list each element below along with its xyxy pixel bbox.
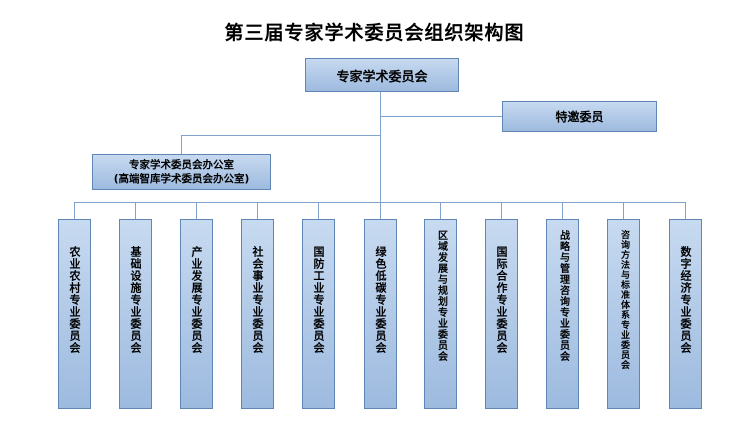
root-node-label: 专家学术委员会 bbox=[336, 69, 428, 85]
committee-label: 基础设施专业委员会 bbox=[129, 246, 142, 354]
committee-label: 战略与管理咨询专业委员会 bbox=[557, 230, 569, 362]
connector-committee-drop bbox=[135, 202, 136, 219]
connector-committee-drop bbox=[501, 202, 502, 219]
connector-root-trunk bbox=[380, 92, 381, 219]
committee-label: 农业农村专业委员会 bbox=[68, 246, 81, 354]
committee-node: 产业发展专业委员会 bbox=[180, 219, 213, 409]
committee-node: 战略与管理咨询专业委员会 bbox=[546, 219, 579, 409]
connector-office-drop bbox=[181, 135, 182, 154]
connector-committee-drop bbox=[623, 202, 624, 219]
committee-label: 产业发展专业委员会 bbox=[190, 246, 203, 354]
special-members-label: 特邀委员 bbox=[555, 110, 604, 124]
committee-label: 咨询方法与标准体系专业委员会 bbox=[619, 230, 629, 370]
connector-committee-drop bbox=[440, 202, 441, 219]
committee-node: 农业农村专业委员会 bbox=[58, 219, 91, 409]
committee-label: 区域发展与规划专业委员会 bbox=[435, 230, 447, 362]
committee-label: 社会事业专业委员会 bbox=[251, 246, 264, 354]
root-node: 专家学术委员会 bbox=[305, 58, 459, 92]
connector-committee-drop bbox=[562, 202, 563, 219]
committee-label: 绿色低碳专业委员会 bbox=[374, 246, 387, 354]
chart-title: 第三届专家学术委员会组织架构图 bbox=[224, 22, 525, 44]
connector-committee-drop bbox=[318, 202, 319, 219]
committee-label: 数字经济专业委员会 bbox=[679, 246, 692, 354]
committee-label: 国防工业专业委员会 bbox=[312, 246, 325, 354]
connector-committee-bus bbox=[74, 202, 686, 203]
connector-committee-drop bbox=[196, 202, 197, 219]
committee-node: 国防工业专业委员会 bbox=[302, 219, 335, 409]
committee-node: 绿色低碳专业委员会 bbox=[364, 219, 397, 409]
office-label-line1: 专家学术委员会办公室 bbox=[129, 159, 234, 171]
committee-node: 国际合作专业委员会 bbox=[485, 219, 518, 409]
connector-special-branch bbox=[380, 116, 502, 117]
committee-node: 区域发展与规划专业委员会 bbox=[424, 219, 457, 409]
special-members-node: 特邀委员 bbox=[502, 101, 657, 132]
committee-node: 数字经济专业委员会 bbox=[669, 219, 702, 409]
connector-committee-drop bbox=[685, 202, 686, 219]
committee-node: 社会事业专业委员会 bbox=[241, 219, 274, 409]
committee-label: 国际合作专业委员会 bbox=[495, 246, 508, 354]
committee-node: 咨询方法与标准体系专业委员会 bbox=[607, 219, 640, 409]
connector-committee-drop bbox=[74, 202, 75, 219]
connector-committee-drop bbox=[257, 202, 258, 219]
committee-node: 基础设施专业委员会 bbox=[119, 219, 152, 409]
office-label-line2: (高端智库学术委员会办公室) bbox=[113, 173, 250, 185]
office-node: 专家学术委员会办公室 (高端智库学术委员会办公室) bbox=[92, 154, 271, 190]
connector-office-branch bbox=[181, 135, 381, 136]
